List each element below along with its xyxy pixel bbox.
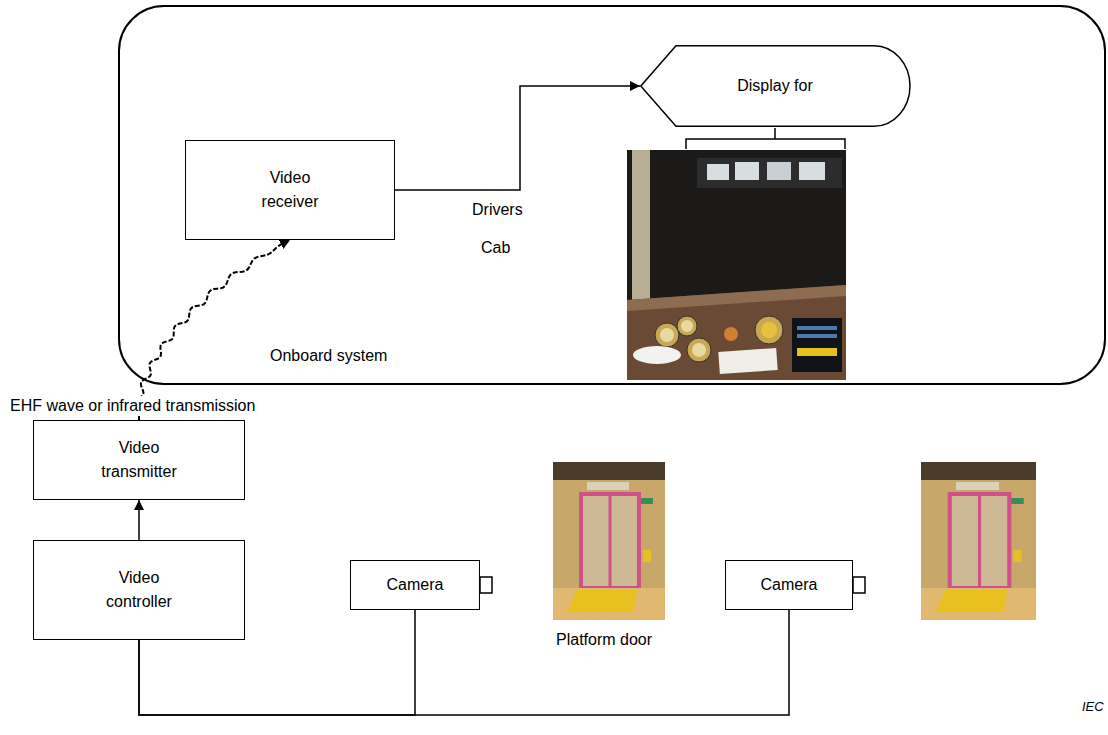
window [799, 162, 825, 180]
photo-ground [627, 150, 846, 380]
photo-caption: Platform door [556, 630, 652, 650]
photo-ground [921, 462, 1036, 620]
node-label: Display for [737, 74, 813, 98]
gauge-face [660, 328, 674, 342]
tactile-mat [567, 590, 637, 612]
screen [792, 318, 842, 372]
door-divider [609, 494, 612, 588]
knob [724, 327, 738, 341]
door-frame [581, 494, 639, 588]
door-button [643, 550, 651, 562]
screen-line [797, 326, 837, 330]
camera-lens [853, 577, 865, 593]
gauge-face [761, 322, 777, 338]
exit-sign [1009, 498, 1023, 504]
connector [139, 610, 789, 715]
door-divider [978, 494, 981, 588]
window [707, 164, 729, 180]
transmission-label: EHF wave or infrared transmission [8, 396, 257, 416]
paper [718, 348, 777, 374]
gauge [655, 323, 679, 347]
bracket [686, 128, 845, 149]
connector [138, 500, 140, 540]
display-shape: Display for [640, 45, 910, 127]
dashboard-edge [627, 285, 846, 311]
floor [921, 588, 1036, 620]
window-strip [697, 158, 842, 188]
gauge [755, 316, 783, 344]
screen-bar [797, 348, 837, 356]
exit-sign [639, 498, 653, 504]
wireless-link [139, 240, 290, 420]
ceiling [553, 462, 665, 480]
photo-ground [553, 462, 665, 620]
cab-label: Drivers [472, 200, 523, 220]
node-label: Video receiver [244, 166, 336, 214]
door-frame [950, 494, 1010, 588]
gloved-hand [633, 346, 681, 364]
gauge [677, 316, 697, 336]
node-label: Camera [387, 573, 444, 597]
gauge-face [692, 343, 706, 357]
door-photo [921, 462, 1036, 620]
cab-photo [627, 150, 846, 380]
door-photo [553, 462, 665, 620]
camera-lens [480, 577, 492, 593]
connector [395, 86, 640, 190]
region-label: Onboard system [270, 344, 387, 368]
source-mark: IEC [1082, 699, 1104, 715]
display-outline-path [641, 46, 910, 127]
node-label: Video controller [93, 566, 185, 614]
dashboard [627, 285, 846, 380]
cab-pillar [632, 150, 650, 300]
window [767, 162, 791, 180]
screen-line [797, 334, 837, 338]
tactile-mat [935, 590, 1007, 612]
gauge-face [681, 320, 693, 332]
camera-box: Camera [725, 560, 853, 610]
door-sign [956, 482, 999, 490]
window [735, 162, 759, 180]
process-box: Video controller [33, 540, 245, 640]
ceiling [921, 462, 1036, 480]
door-sign [587, 482, 629, 490]
node-label: Video transmitter [93, 436, 185, 484]
system-region: Onboard system Video receiver Display for [118, 5, 1106, 385]
gauge [687, 338, 711, 362]
door-button [1013, 550, 1021, 562]
process-box: Video receiver [185, 140, 395, 240]
cab-label: Cab [481, 238, 510, 258]
display-outline [640, 45, 910, 127]
process-box: Video transmitter [33, 420, 245, 500]
node-label: Camera [761, 573, 818, 597]
floor [553, 588, 665, 620]
connector [139, 610, 415, 715]
camera-box: Camera [350, 560, 480, 610]
